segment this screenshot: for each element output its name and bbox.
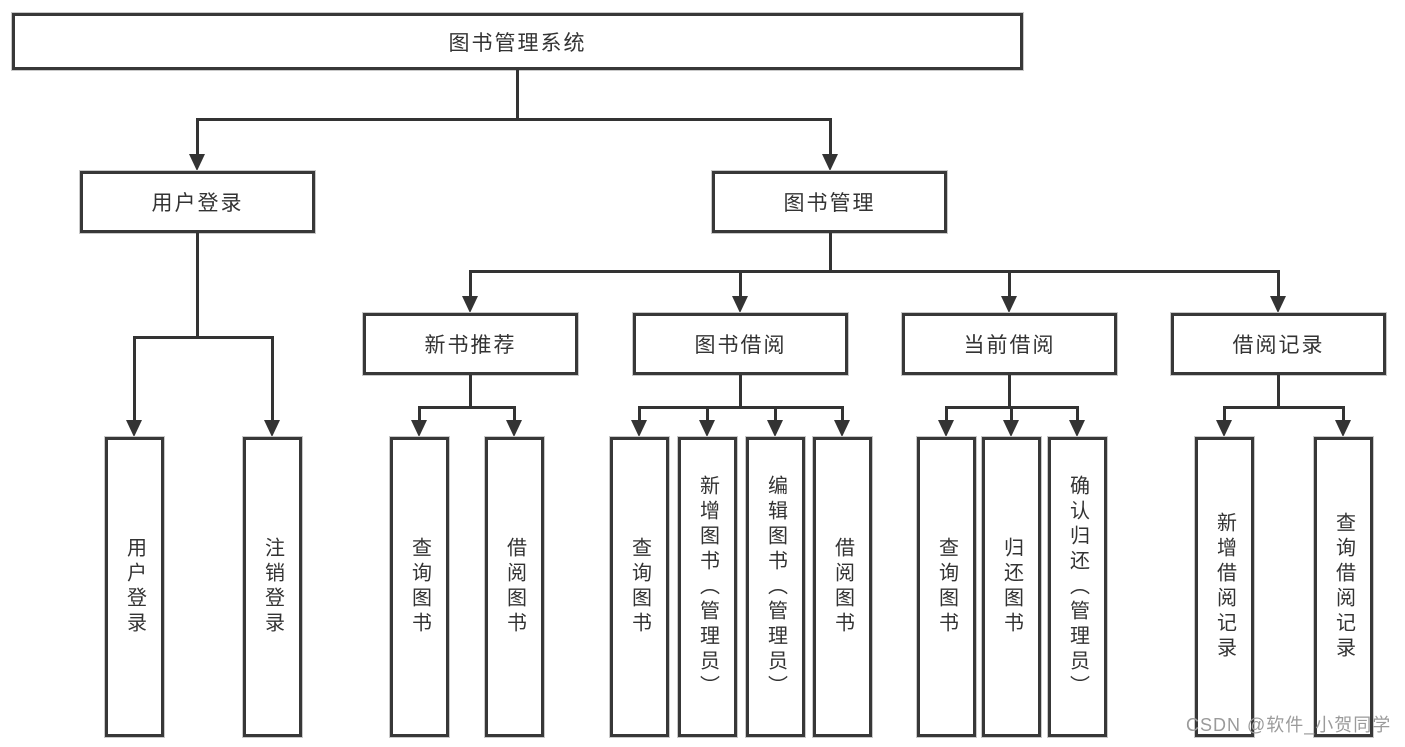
arrowhead-leaf-add-book: [699, 420, 715, 437]
leaf-query-books-1: 查询图书: [390, 437, 449, 737]
connector-to-current-borrow: [1008, 270, 1011, 299]
connector-root-stem: [516, 70, 519, 118]
connector-to-book-mgmt: [829, 118, 832, 156]
node-current-borrowing: 当前借阅: [902, 313, 1117, 375]
connector-borrow-record-stem: [1277, 375, 1280, 409]
connector-user-login-branch: [133, 336, 273, 339]
node-root-label: 图书管理系统: [448, 31, 587, 55]
connector-root-branch: [196, 118, 832, 121]
connector-to-leaf-query1: [418, 406, 421, 422]
connector-to-leaf-query2: [638, 406, 641, 422]
connector-book-borrow-branch: [638, 406, 844, 409]
leaf-edit-books-admin: 编辑图书（管理员）: [746, 437, 805, 737]
node-user-login-label: 用户登录: [151, 192, 244, 215]
leaf-query-books-3-label: 查询图书: [935, 537, 958, 637]
connector-book-borrow-stem: [739, 375, 742, 409]
node-new-book-recommend: 新书推荐: [363, 313, 578, 375]
leaf-user-login-label: 用户登录: [123, 537, 146, 637]
leaf-edit-books-admin-label: 编辑图书（管理员）: [764, 474, 787, 700]
leaf-query-books-3: 查询图书: [917, 437, 976, 737]
leaf-return-books-label: 归还图书: [1000, 537, 1023, 637]
connector-to-user-login: [196, 118, 199, 156]
connector-borrow-record-branch: [1223, 406, 1344, 409]
connector-to-new-book: [469, 270, 472, 299]
arrowhead-new-book: [462, 296, 478, 313]
connector-to-leaf-borrow1: [513, 406, 516, 422]
arrowhead-leaf-confirm-return: [1069, 420, 1085, 437]
connector-to-leaf-add-book: [706, 406, 709, 422]
node-root: 图书管理系统: [12, 13, 1023, 70]
arrowhead-leaf-login: [126, 420, 142, 437]
connector-to-leaf-logout: [271, 336, 274, 422]
leaf-query-books-1-label: 查询图书: [408, 537, 431, 637]
node-book-borrowing-label: 图书借阅: [694, 334, 787, 357]
connector-to-leaf-borrow2: [841, 406, 844, 422]
connector-new-book-branch: [418, 406, 516, 409]
leaf-query-borrow-record-label: 查询借阅记录: [1332, 512, 1355, 662]
connector-to-leaf-query3: [945, 406, 948, 422]
node-new-book-recommend-label: 新书推荐: [424, 334, 517, 357]
leaf-borrow-books-2-label: 借阅图书: [831, 537, 854, 637]
leaf-confirm-return-admin: 确认归还（管理员）: [1048, 437, 1107, 737]
arrowhead-leaf-query1: [411, 420, 427, 437]
leaf-add-borrow-record: 新增借阅记录: [1195, 437, 1254, 737]
arrowhead-user-login: [189, 154, 205, 171]
node-current-borrowing-label: 当前借阅: [963, 334, 1056, 357]
arrowhead-leaf-query2: [631, 420, 647, 437]
leaf-borrow-books-1-label: 借阅图书: [503, 537, 526, 637]
leaf-borrow-books-2: 借阅图书: [813, 437, 872, 737]
connector-to-leaf-confirm-return: [1076, 406, 1079, 422]
arrowhead-borrow-record: [1270, 296, 1286, 313]
node-book-borrowing: 图书借阅: [633, 313, 848, 375]
node-book-management: 图书管理: [712, 171, 947, 233]
leaf-query-books-2: 查询图书: [610, 437, 669, 737]
leaf-user-login: 用户登录: [105, 437, 164, 737]
csdn-watermark: CSDN @软件_小贺同学: [1186, 715, 1392, 735]
connector-to-borrow-record: [1277, 270, 1280, 299]
arrowhead-leaf-add-record: [1216, 420, 1232, 437]
arrowhead-leaf-query-record: [1335, 420, 1351, 437]
arrowhead-leaf-edit-book: [767, 420, 783, 437]
connector-new-book-stem: [469, 375, 472, 409]
leaf-return-books: 归还图书: [982, 437, 1041, 737]
arrowhead-current-borrow: [1001, 296, 1017, 313]
connector-current-borrow-stem: [1008, 375, 1011, 409]
node-book-management-label: 图书管理: [783, 192, 876, 215]
leaf-logout-label: 注销登录: [261, 537, 284, 637]
connector-book-mgmt-branch: [469, 270, 1280, 273]
node-borrowing-records: 借阅记录: [1171, 313, 1386, 375]
leaf-add-borrow-record-label: 新增借阅记录: [1213, 512, 1236, 662]
node-borrowing-records-label: 借阅记录: [1232, 334, 1325, 357]
connector-book-mgmt-stem: [829, 233, 832, 272]
leaf-add-books-admin: 新增图书（管理员）: [678, 437, 737, 737]
connector-to-leaf-add-record: [1223, 406, 1226, 422]
leaf-query-borrow-record: 查询借阅记录: [1314, 437, 1373, 737]
arrowhead-leaf-logout: [264, 420, 280, 437]
arrowhead-book-borrow: [732, 296, 748, 313]
leaf-add-books-admin-label: 新增图书（管理员）: [696, 474, 719, 700]
connector-to-book-borrow: [739, 270, 742, 299]
connector-to-leaf-edit-book: [774, 406, 777, 422]
arrowhead-book-mgmt: [822, 154, 838, 171]
arrowhead-leaf-borrow1: [506, 420, 522, 437]
arrowhead-leaf-return: [1003, 420, 1019, 437]
leaf-confirm-return-admin-label: 确认归还（管理员）: [1066, 474, 1089, 700]
leaf-logout: 注销登录: [243, 437, 302, 737]
connector-user-login-stem: [196, 233, 199, 338]
connector-to-leaf-return: [1010, 406, 1013, 422]
node-user-login: 用户登录: [80, 171, 315, 233]
connector-to-leaf-query-record: [1342, 406, 1345, 422]
arrowhead-leaf-borrow2: [834, 420, 850, 437]
connector-to-leaf-login: [133, 336, 136, 422]
arrowhead-leaf-query3: [938, 420, 954, 437]
leaf-borrow-books-1: 借阅图书: [485, 437, 544, 737]
leaf-query-books-2-label: 查询图书: [628, 537, 651, 637]
